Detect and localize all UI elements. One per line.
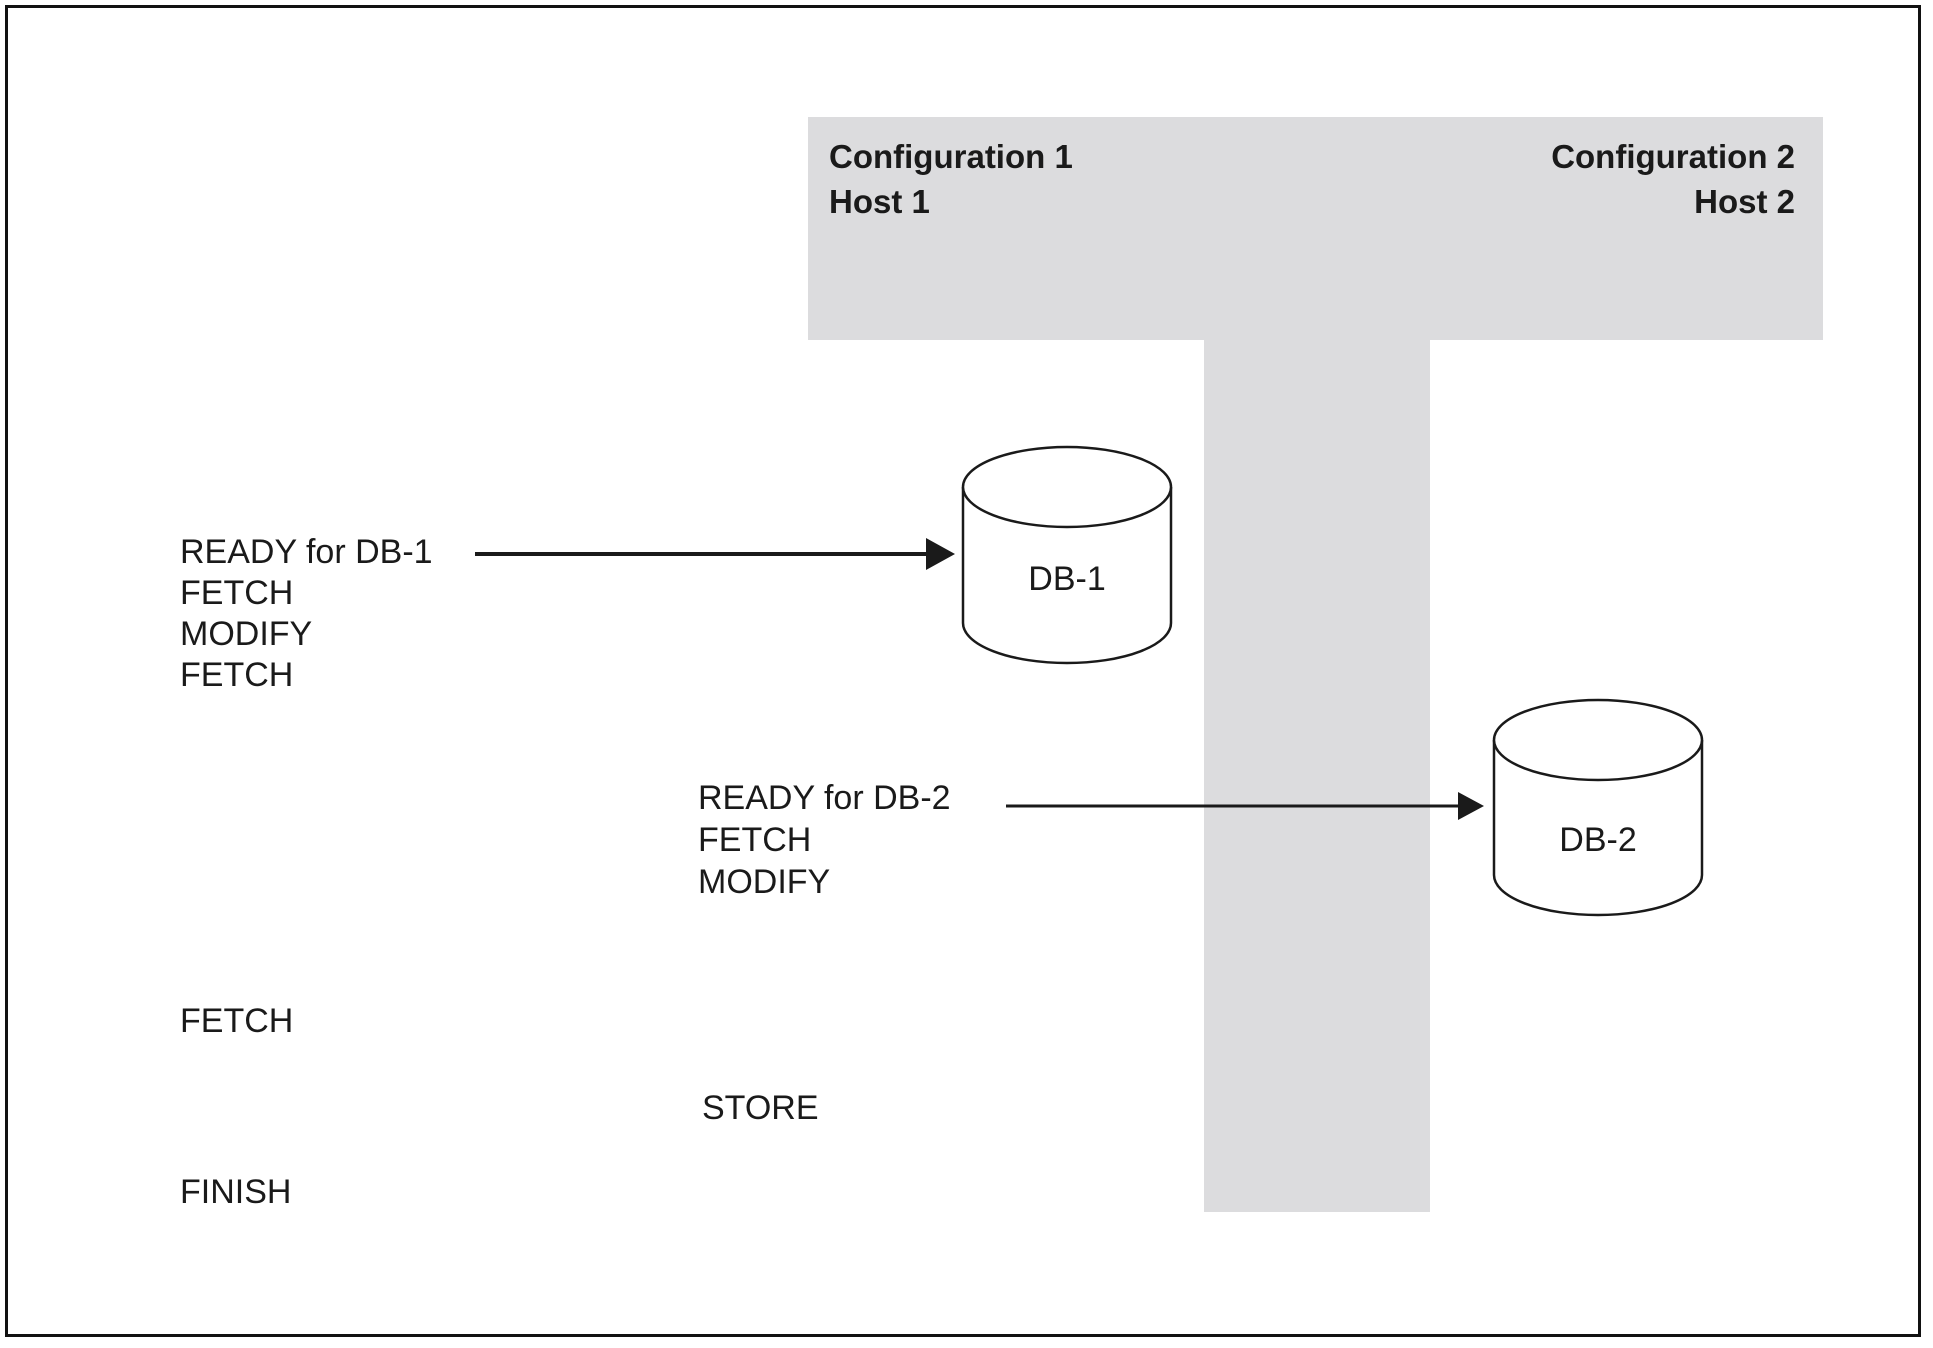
arrow-to-db-2 — [1006, 792, 1484, 820]
configuration-1-title: Configuration 1 — [829, 138, 1073, 175]
arrow-to-db-1 — [475, 538, 955, 570]
statement-modify: MODIFY — [180, 615, 312, 653]
db-1-cylinder-icon: DB-1 — [961, 445, 1173, 665]
statement-fetch: FETCH — [698, 821, 811, 859]
program-1-statements: READY for DB-1 FETCH MODIFY FETCH — [180, 533, 433, 694]
statement-fetch-later: FETCH — [180, 1002, 293, 1040]
program-2-statements: READY for DB-2 FETCH MODIFY — [698, 779, 951, 901]
db-2-label: DB-2 — [1559, 821, 1636, 859]
statement-fetch: FETCH — [180, 656, 293, 694]
statement-ready-db-1: READY for DB-1 — [180, 533, 433, 571]
db-2-cylinder-icon: DB-2 — [1492, 698, 1704, 917]
statement-store: STORE — [702, 1089, 819, 1127]
configuration-band-top — [808, 117, 1823, 340]
db-1-label: DB-1 — [1028, 560, 1105, 598]
host-1-label: Host 1 — [829, 183, 930, 220]
statement-finish: FINISH — [180, 1173, 291, 1211]
configuration-1-header: Configuration 1 Host 1 — [829, 138, 1073, 220]
configuration-band-stem — [1204, 338, 1430, 1212]
host-2-label: Host 2 — [1694, 183, 1795, 220]
statement-fetch: FETCH — [180, 574, 293, 612]
statement-ready-db-2: READY for DB-2 — [698, 779, 951, 817]
configuration-2-header: Configuration 2 Host 2 — [1551, 138, 1795, 220]
statement-modify: MODIFY — [698, 863, 830, 901]
configuration-2-title: Configuration 2 — [1551, 138, 1795, 175]
